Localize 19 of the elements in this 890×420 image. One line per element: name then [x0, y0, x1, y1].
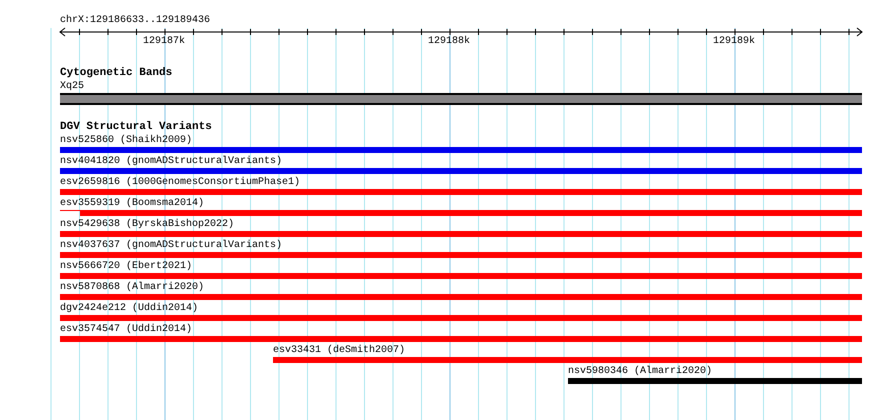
feature-label: esv3559319 (Boomsma2014): [60, 198, 204, 209]
feature-label: nsv525860 (Shaikh2009): [60, 135, 192, 146]
track-title: Cytogenetic Bands: [60, 68, 172, 79]
track-title: DGV Structural Variants: [60, 122, 212, 133]
band-label: Xq25: [60, 81, 84, 92]
feature-label: esv2659816 (1000GenomesConsortiumPhase1): [60, 177, 300, 188]
tick-label: 129189k: [713, 36, 756, 47]
feature-label: esv33431 (deSmith2007): [273, 345, 406, 356]
feature-label: dgv2424e212 (Uddin2014): [60, 303, 198, 314]
feature-label: nsv5666720 (Ebert2021): [60, 261, 192, 272]
feature-label: esv3574547 (Uddin2014): [60, 324, 192, 335]
feature-label: nsv5870868 (Almarri2020): [60, 282, 204, 293]
feature-label: nsv5429638 (ByrskaBishop2022): [60, 219, 234, 230]
tick-label: 129187k: [143, 36, 186, 47]
tick-label: 129188k: [428, 36, 470, 47]
feature-label: nsv5980346 (Almarri2020): [568, 366, 712, 377]
feature-label: nsv4041820 (gnomADStructuralVariants): [60, 156, 282, 167]
location-text: chrX:129186633..129189436: [60, 15, 210, 26]
feature-label: nsv4037637 (gnomADStructuralVariants): [60, 240, 282, 251]
